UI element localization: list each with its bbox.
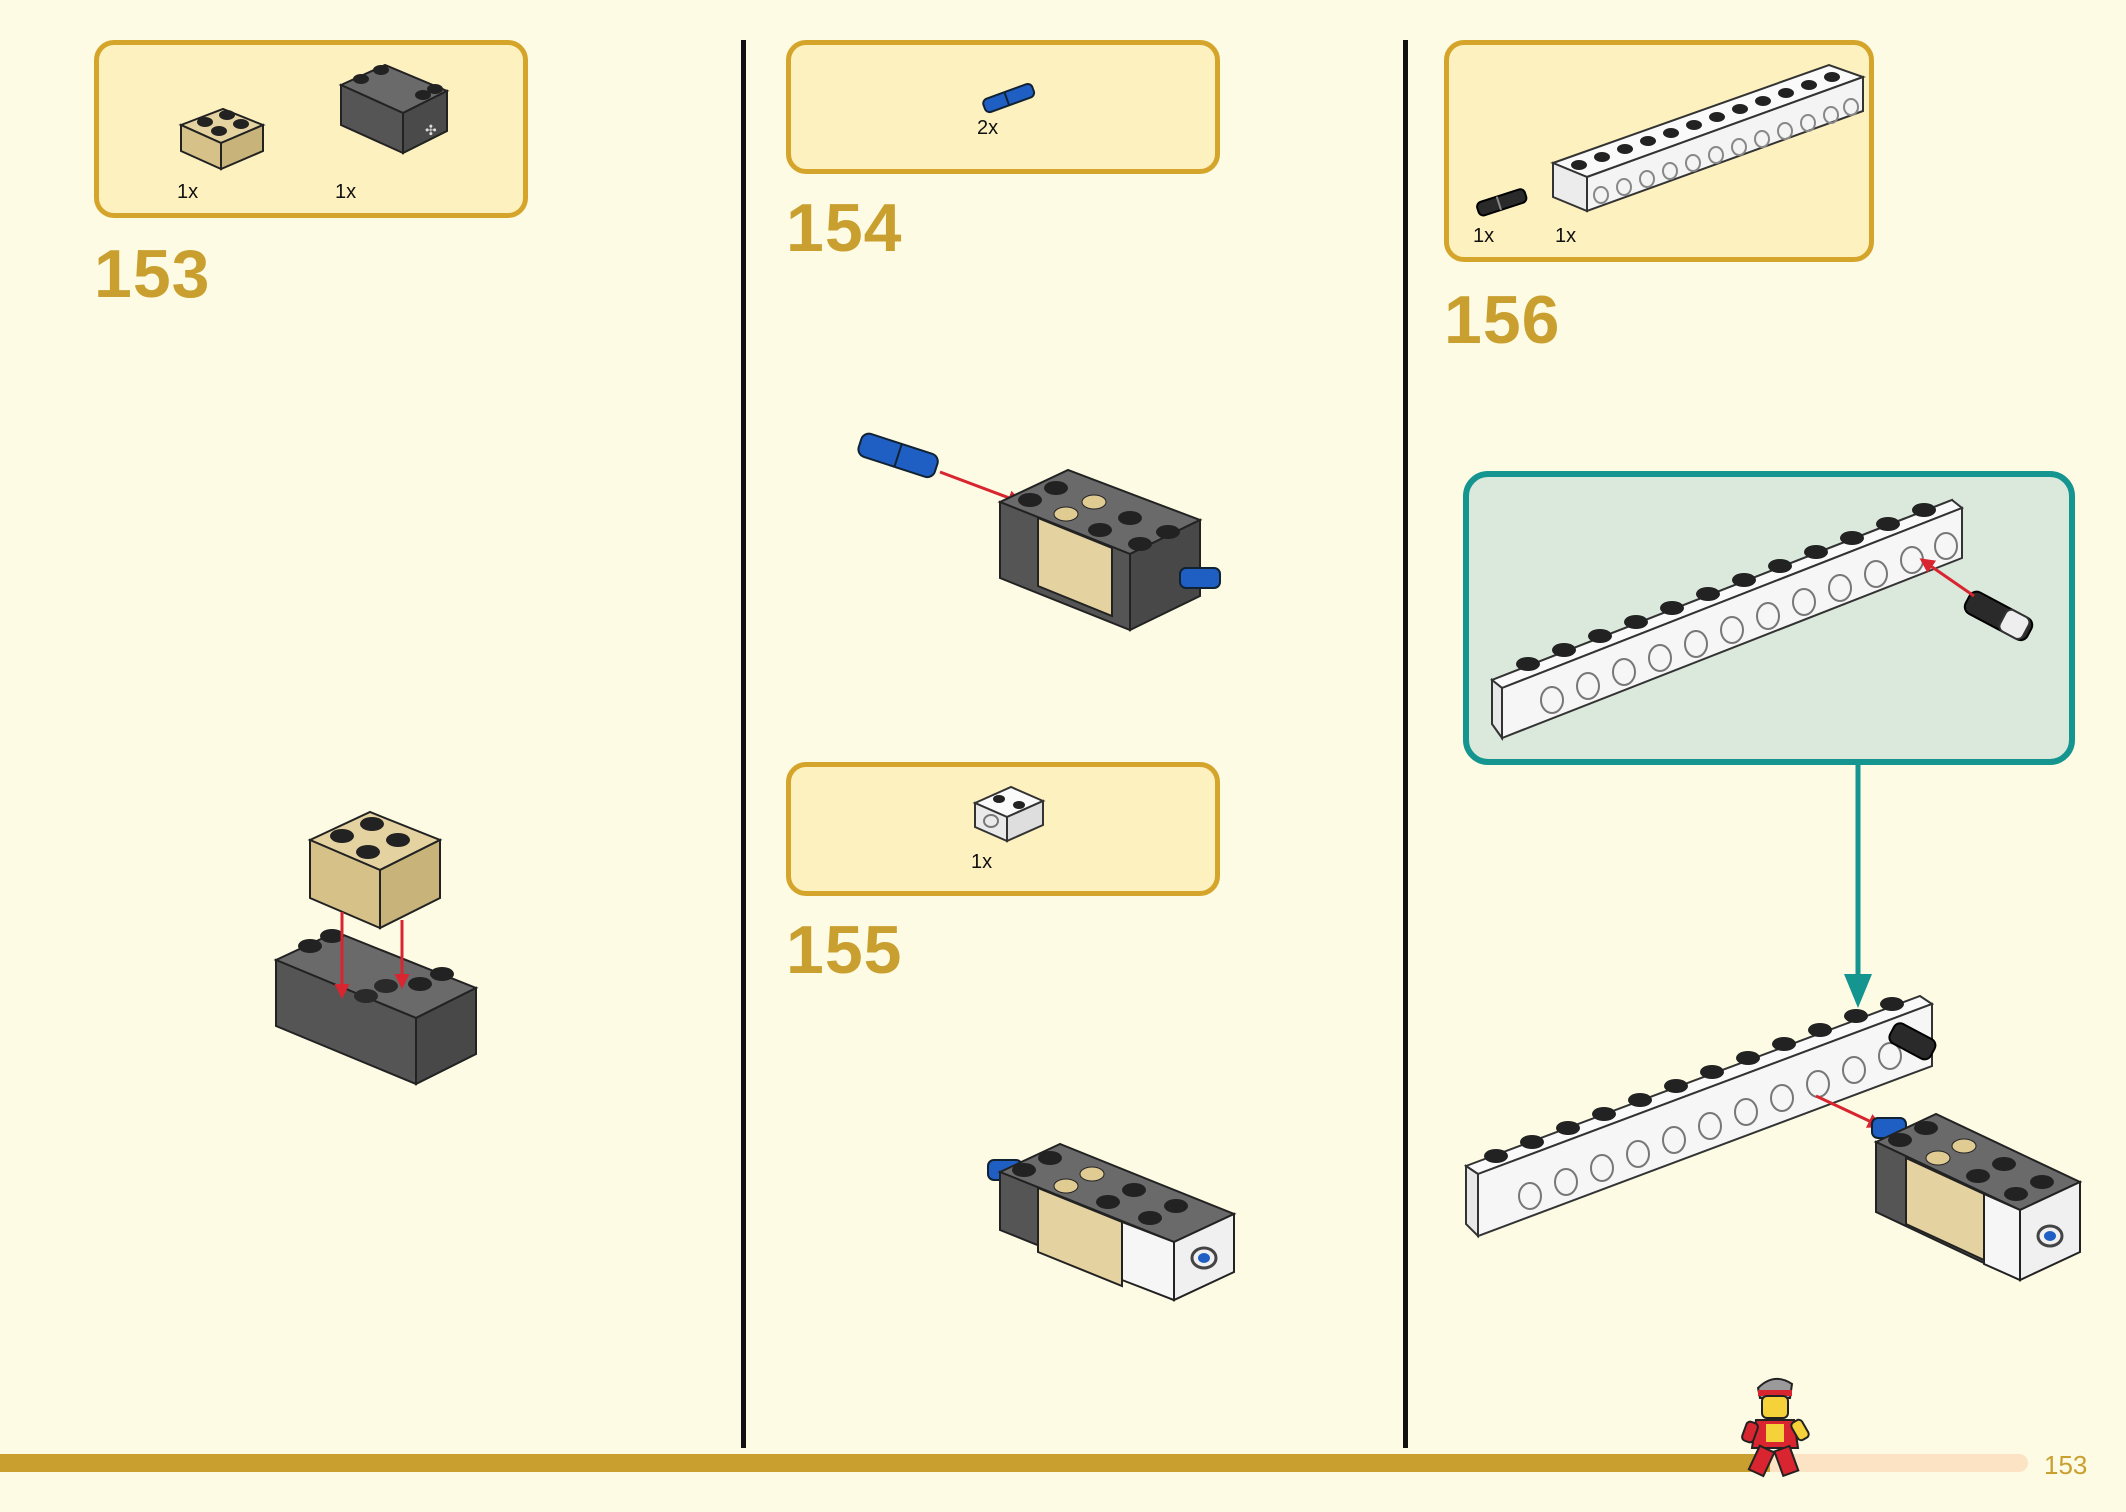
part-qty: 1x — [1555, 225, 1577, 247]
parts-box-step-154: 2x — [786, 40, 1220, 174]
svg-text:✣: ✣ — [425, 122, 437, 138]
blue-technic-pin-icon — [982, 82, 1036, 114]
part-qty: 1x — [971, 851, 993, 873]
minifigure-runner-icon — [1741, 1377, 1810, 1478]
step-number-154: 154 — [786, 190, 903, 266]
part-qty: 2x — [977, 117, 999, 139]
parts-box-step-155: 1x — [786, 762, 1220, 896]
step-156-assembly — [1463, 994, 2083, 1282]
part-qty: 1x — [335, 181, 357, 203]
step-154-assembly — [857, 432, 1221, 632]
page-number: 153 — [2044, 1450, 2088, 1480]
step-153-assembly — [273, 810, 479, 1086]
column-divider-2 — [1403, 40, 1408, 1448]
parts-box-step-153: ✣ 1x 1x — [94, 40, 528, 218]
callout-connector-arrow — [1844, 762, 1872, 1008]
parts-box-step-156: 1x 1x — [1444, 40, 1874, 262]
white-technic-brick-icon — [972, 785, 1046, 843]
white-technic-beam-icon — [1550, 63, 1866, 213]
part-qty: 1x — [1473, 225, 1495, 247]
step-number-155: 155 — [786, 912, 903, 988]
dark-grey-technic-brick-icon: ✣ — [338, 63, 450, 155]
tan-brick-2x2-icon — [178, 107, 266, 171]
column-divider-1 — [741, 40, 746, 1448]
part-qty: 1x — [177, 181, 199, 203]
progress-fill — [0, 1454, 1770, 1472]
black-technic-pin-icon — [1476, 188, 1528, 217]
step-156-callout — [1463, 471, 2075, 765]
step-155-assembly — [987, 1142, 1237, 1302]
step-number-153: 153 — [94, 236, 211, 312]
step-number-156: 156 — [1444, 282, 1561, 358]
